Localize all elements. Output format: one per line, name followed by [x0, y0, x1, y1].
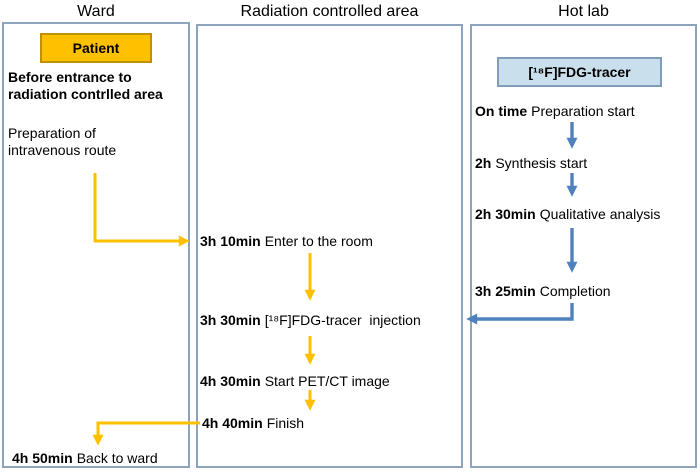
step-time: 3h 10min [200, 233, 261, 249]
step-label: Completion [539, 283, 611, 299]
step-label: Back to ward [76, 450, 158, 466]
step-time: 2h 30min [475, 206, 536, 222]
hot-lab-panel [470, 24, 697, 468]
step-time: 3h 25min [475, 283, 536, 299]
iv-route-note: Preparation of intravenous route [8, 125, 117, 158]
step-label: Preparation start [531, 103, 635, 119]
ward-column-header: Ward [77, 3, 115, 20]
step-time: 3h 30min [200, 312, 261, 328]
step-label: [¹⁸F]FDG-tracer injection [264, 312, 421, 328]
radiation-area-column-header: Radiation controlled area [240, 3, 419, 20]
step-time: 4h 50min [12, 450, 73, 466]
hot-lab-column-header: Hot lab [558, 3, 609, 20]
step-label: Start PET/CT image [264, 373, 390, 389]
patient-label: Patient [72, 40, 120, 56]
patient-box: Patient [40, 33, 152, 63]
step-time: 2h [475, 155, 492, 171]
step-label: Enter to the room [264, 233, 373, 249]
step-tracer-injection: 3h 30min[¹⁸F]FDG-tracer injection [200, 312, 421, 328]
step-label: Finish [266, 415, 305, 431]
step-time: 4h 40min [202, 415, 263, 431]
step-time: 4h 30min [200, 373, 261, 389]
step-label: Qualitative analysis [539, 206, 661, 222]
fdg-tracer-label: [¹⁸F]FDG-tracer [528, 64, 631, 80]
pre-entry-note: Before entrance to radiation contrlled a… [8, 69, 163, 102]
step-time: On time [475, 103, 528, 119]
step-label: Synthesis start [495, 155, 588, 171]
ward-panel [2, 22, 190, 468]
radiation-area-panel [196, 24, 463, 468]
fdg-tracer-box: [¹⁸F]FDG-tracer [497, 57, 662, 87]
